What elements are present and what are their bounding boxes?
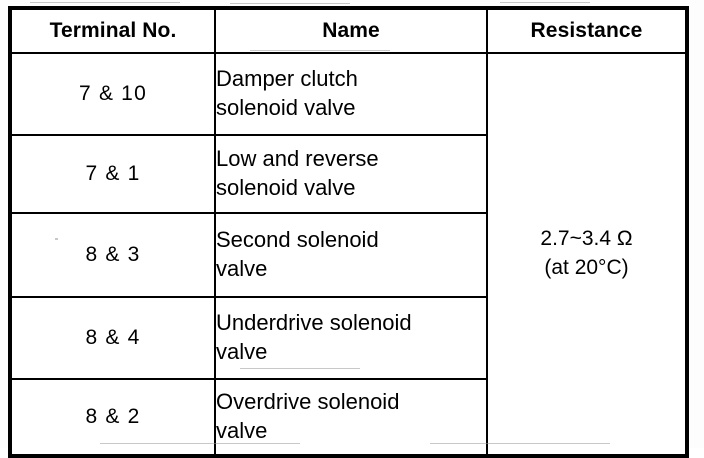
- resistance-value: 2.7~3.4 Ω (at 20°C): [486, 52, 688, 457]
- name-line-1: Damper clutch: [216, 66, 358, 92]
- column-header-terminal-no: Terminal No.: [9, 7, 216, 54]
- table-row: 8 & 4 Underdrive solenoid valve: [9, 296, 687, 380]
- terminal-no-value: 7 & 10: [9, 52, 216, 136]
- scan-artifact: [30, 2, 180, 3]
- name-value: Low and reverse solenoid valve: [214, 134, 488, 214]
- table-header-row: Terminal No. Name Resistance: [9, 7, 688, 54]
- terminal-no-value: 8 & 4: [9, 296, 216, 380]
- name-line-2: solenoid valve: [216, 95, 356, 120]
- scan-artifact: [230, 3, 350, 4]
- name-line-2: valve: [216, 418, 268, 443]
- name-value: Second solenoid valve: [214, 212, 488, 298]
- terminal-no-value: 7 & 1: [9, 134, 216, 214]
- terminal-no-value: 8 & 3: [9, 212, 216, 298]
- resistance-range: 2.7~3.4 Ω: [540, 227, 633, 251]
- scanned-page: Terminal No. Name Resistance 7 & 10 Damp…: [8, 2, 689, 458]
- name-line-1: Low and reverse: [216, 146, 379, 172]
- solenoid-resistance-table: Terminal No. Name Resistance 7 & 10 Damp…: [8, 6, 689, 458]
- name-line-2: solenoid valve: [216, 175, 356, 200]
- scan-artifact: [500, 2, 590, 3]
- name-line-2: valve: [216, 339, 268, 364]
- name-line-1: Underdrive solenoid: [216, 310, 412, 336]
- resistance-condition: (at 20°C): [544, 256, 629, 279]
- name-line-1: Overdrive solenoid: [216, 389, 400, 415]
- terminal-no-value: 8 & 2: [9, 378, 216, 457]
- column-header-name: Name: [214, 7, 488, 54]
- name-value: Underdrive solenoid valve: [214, 296, 488, 380]
- table-row: 8 & 3 Second solenoid valve: [9, 212, 687, 298]
- name-line-2: valve: [216, 256, 268, 281]
- table-row: 7 & 1 Low and reverse solenoid valve: [9, 134, 687, 214]
- name-line-1: Second solenoid: [216, 227, 379, 253]
- table-row: 7 & 10 Damper clutch solenoid valve 2.7~…: [9, 52, 688, 457]
- column-header-resistance: Resistance: [486, 7, 688, 54]
- name-value: Overdrive solenoid valve: [214, 378, 488, 457]
- name-value: Damper clutch solenoid valve: [214, 52, 488, 136]
